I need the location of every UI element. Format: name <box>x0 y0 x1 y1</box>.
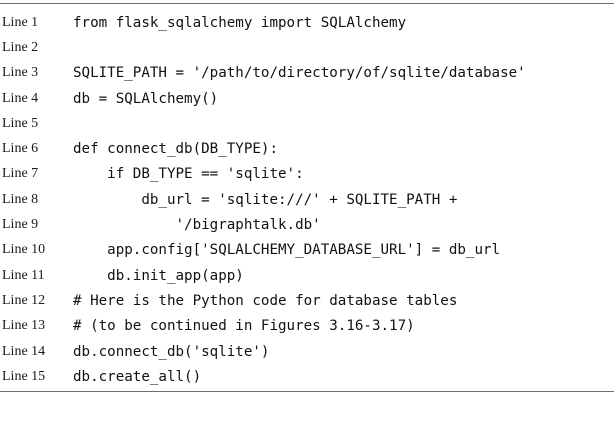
code-line: Line 3 SQLITE_PATH = '/path/to/directory… <box>0 61 614 86</box>
code-line: Line 4 db = SQLAlchemy() <box>0 86 614 111</box>
line-code: if DB_TYPE == 'sqlite': <box>73 166 304 183</box>
line-number: Line 10 <box>2 242 46 258</box>
code-line: Line 7 if DB_TYPE == 'sqlite': <box>0 162 614 187</box>
line-code: from flask_sqlalchemy import SQLAlchemy <box>73 14 407 31</box>
code-line: Line 14 db.connect_db('sqlite') <box>0 339 614 364</box>
code-line: Line 13 # (to be continued in Figures 3.… <box>0 314 614 339</box>
line-code: db = SQLAlchemy() <box>73 90 219 107</box>
line-number: Line 13 <box>2 318 46 334</box>
line-code: SQLITE_PATH = '/path/to/directory/of/sql… <box>73 65 526 82</box>
code-line: Line 12 # Here is the Python code for da… <box>0 288 614 313</box>
line-code: db.init_app(app) <box>73 267 244 284</box>
code-line: Line 1 from flask_sqlalchemy import SQLA… <box>0 10 614 35</box>
line-number: Line 6 <box>2 141 39 157</box>
line-code: app.config['SQLALCHEMY_DATABASE_URL'] = … <box>73 242 501 259</box>
line-code: db.connect_db('sqlite') <box>73 343 270 360</box>
line-code: db.create_all() <box>73 368 202 385</box>
line-number: Line 1 <box>2 14 39 30</box>
code-line: Line 10 app.config['SQLALCHEMY_DATABASE_… <box>0 238 614 263</box>
line-number: Line 15 <box>2 368 46 384</box>
line-code: # (to be continued in Figures 3.16-3.17) <box>73 318 415 335</box>
line-number: Line 2 <box>2 39 39 55</box>
line-code: def connect_db(DB_TYPE): <box>73 141 278 158</box>
code-line: Line 5 <box>0 111 614 136</box>
line-number: Line 4 <box>2 90 39 106</box>
code-line: Line 2 <box>0 35 614 60</box>
line-number: Line 5 <box>2 115 39 131</box>
code-line: Line 6 def connect_db(DB_TYPE): <box>0 136 614 161</box>
line-code: '/bigraphtalk.db' <box>73 217 321 234</box>
line-code: db_url = 'sqlite:///' + SQLITE_PATH + <box>73 191 458 208</box>
line-number: Line 11 <box>2 267 45 283</box>
line-number: Line 7 <box>2 166 39 182</box>
line-number: Line 12 <box>2 292 46 308</box>
line-number: Line 9 <box>2 217 39 233</box>
line-code: # Here is the Python code for database t… <box>73 292 458 309</box>
line-number: Line 14 <box>2 343 46 359</box>
code-line: Line 9 '/bigraphtalk.db' <box>0 212 614 237</box>
line-number: Line 8 <box>2 191 39 207</box>
code-line: Line 11 db.init_app(app) <box>0 263 614 288</box>
code-listing: Line 1 from flask_sqlalchemy import SQLA… <box>0 3 614 393</box>
code-line: Line 15 db.create_all() <box>0 364 614 389</box>
code-line: Line 8 db_url = 'sqlite:///' + SQLITE_PA… <box>0 187 614 212</box>
line-number: Line 3 <box>2 65 39 81</box>
